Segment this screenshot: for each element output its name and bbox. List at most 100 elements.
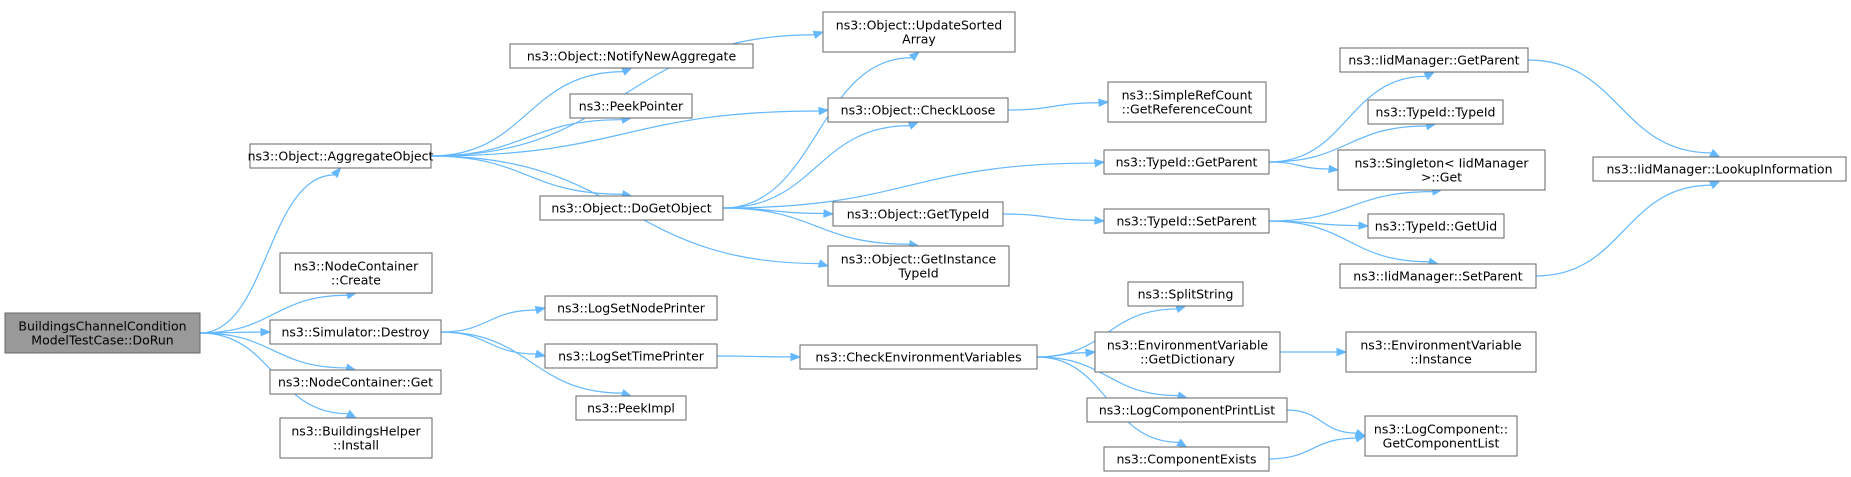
node-sim_destroy[interactable]: ns3::Simulator::Destroy (269, 319, 442, 345)
call-edge-line (1268, 190, 1433, 222)
call-edge-line (716, 355, 792, 358)
node-label: ns3::LogComponentPrintList (1099, 403, 1275, 418)
call-edge-line (199, 294, 348, 334)
node-notify[interactable]: ns3::Object::NotifyNewAggregate (509, 43, 754, 69)
call-edge-arrowhead (534, 305, 547, 315)
call-edge-line (430, 119, 623, 157)
node-nc_get[interactable]: ns3::NodeContainer::Get (269, 369, 442, 395)
call-edge-sim_destroy-to-peekimpl (440, 331, 633, 397)
node-lookup[interactable]: ns3::IidManager::LookupInformation (1592, 156, 1847, 182)
call-edge-line (440, 331, 623, 394)
node-label: ::Instance (1410, 352, 1472, 367)
node-dogetobj[interactable]: ns3::Object::DoGetObject (539, 195, 724, 221)
call-edge-arrowhead (1328, 164, 1340, 174)
node-label: ns3::EnvironmentVariable (1360, 338, 1522, 353)
node-peekptr[interactable]: ns3::PeekPointer (569, 93, 693, 119)
node-srcget[interactable]: ns3::SimpleRefCount::GetReferenceCount (1107, 81, 1267, 123)
node-label: ns3::Object::CheckLoose (841, 103, 996, 118)
node-gettypeid[interactable]: ns3::Object::GetTypeId (832, 201, 1004, 227)
node-logsettime[interactable]: ns3::LogSetTimePrinter (544, 343, 718, 369)
node-tid_getparent[interactable]: ns3::TypeId::GetParent (1103, 149, 1270, 175)
call-edge-iid_getparent-to-lookup (1527, 59, 1721, 158)
node-iid_setparent[interactable]: ns3::IidManager::SetParent (1339, 263, 1537, 289)
node-label: ns3::Object::DoGetObject (551, 201, 711, 216)
node-iid_getparent[interactable]: ns3::IidManager::GetParent (1339, 47, 1529, 73)
node-singleton[interactable]: ns3::Singleton< IidManager>::Get (1337, 149, 1546, 191)
call-edge-line (722, 207, 910, 245)
node-box (4, 312, 201, 354)
node-label: ns3::LogSetNodePrinter (557, 301, 706, 316)
call-edge-line (440, 309, 537, 333)
call-edge-line (1268, 161, 1330, 170)
node-label: ::Create (331, 273, 381, 288)
node-checkenv[interactable]: ns3::CheckEnvironmentVariables (799, 344, 1038, 370)
node-splitstring[interactable]: ns3::SplitString (1127, 281, 1244, 307)
node-peekimpl[interactable]: ns3::PeekImpl (575, 395, 687, 421)
call-edge-tid_getparent-to-singleton (1268, 161, 1340, 174)
node-label: TypeId (897, 266, 938, 281)
node-compexists[interactable]: ns3::ComponentExists (1103, 446, 1270, 472)
node-label: ns3::TypeId::GetParent (1116, 155, 1258, 170)
node-label: ns3::SplitString (1138, 287, 1234, 302)
node-box (279, 417, 433, 459)
node-dorun[interactable]: BuildingsChannelConditionModelTestCase::… (4, 312, 201, 354)
node-label: ns3::NodeContainer::Get (278, 375, 433, 390)
node-box (269, 319, 442, 345)
call-edge-arrowhead (620, 388, 633, 397)
node-label: ns3::SimpleRefCount (1122, 88, 1253, 103)
node-box (799, 344, 1038, 370)
node-logcomplist[interactable]: ns3::LogComponentPrintList (1086, 397, 1288, 423)
node-checkloose[interactable]: ns3::Object::CheckLoose (827, 97, 1009, 123)
call-edge-dorun-to-aggregate (199, 166, 342, 334)
node-logsetnode[interactable]: ns3::LogSetNodePrinter (544, 295, 718, 321)
call-edge-line (1268, 220, 1430, 263)
call-edge-arrowhead (1423, 71, 1436, 81)
node-box (539, 195, 724, 221)
node-nc_create[interactable]: ns3::NodeContainer::Create (279, 252, 433, 294)
call-edge-arrowhead (1176, 438, 1188, 448)
call-edge-line (1036, 356, 1179, 397)
node-label: ns3::IidManager::LookupInformation (1606, 162, 1832, 177)
node-bh_install[interactable]: ns3::BuildingsHelper::Install (279, 417, 433, 459)
call-edge-arrowhead (345, 409, 358, 419)
node-label: ::GetReferenceCount (1122, 102, 1253, 117)
call-edge-line (430, 110, 820, 157)
call-edge-arrowhead (823, 209, 835, 218)
call-edge-sim_destroy-to-logsettime (440, 331, 547, 359)
call-edge-line (1286, 409, 1357, 434)
node-tid_setparent[interactable]: ns3::TypeId::SetParent (1103, 208, 1270, 234)
node-label: BuildingsChannelCondition (18, 319, 186, 334)
call-edge-arrowhead (260, 327, 272, 337)
node-aggregate[interactable]: ns3::Object::AggregateObject (248, 143, 434, 169)
node-envinst[interactable]: ns3::EnvironmentVariable::Instance (1345, 331, 1537, 373)
call-edge-line (722, 162, 1096, 209)
call-edge-arrowhead (534, 349, 547, 359)
node-box (509, 43, 754, 69)
call-edge-arrowhead (817, 259, 830, 268)
node-label: ::Install (333, 438, 379, 453)
node-logcompget[interactable]: ns3::LogComponent::GetComponentList (1364, 415, 1518, 457)
node-tid_typeid[interactable]: ns3::TypeId::TypeId (1367, 99, 1504, 125)
call-edge-envdict-to-envinst (1279, 347, 1348, 357)
call-edge-arrowhead (1094, 158, 1106, 168)
node-box (1592, 156, 1847, 182)
call-nodes: BuildingsChannelConditionModelTestCase::… (4, 11, 1847, 472)
call-edge-line (1007, 102, 1100, 111)
call-edge-dogetobj-to-updsorted (722, 51, 921, 209)
node-box (827, 245, 1010, 287)
node-label: ns3::EnvironmentVariable (1107, 338, 1269, 353)
node-label: ns3::Singleton< IidManager (1354, 156, 1529, 171)
node-envdict[interactable]: ns3::EnvironmentVariable::GetDictionary (1094, 331, 1281, 373)
node-box (1107, 81, 1267, 123)
node-label: ns3::ComponentExists (1116, 452, 1256, 467)
call-edge-line (722, 125, 910, 209)
node-tid_getuid[interactable]: ns3::TypeId::GetUid (1367, 213, 1505, 239)
call-edge-arrowhead (818, 106, 830, 116)
node-box (1339, 47, 1529, 73)
call-edge-arrowhead (621, 67, 633, 76)
node-box (1364, 415, 1518, 457)
node-box (1103, 208, 1270, 234)
